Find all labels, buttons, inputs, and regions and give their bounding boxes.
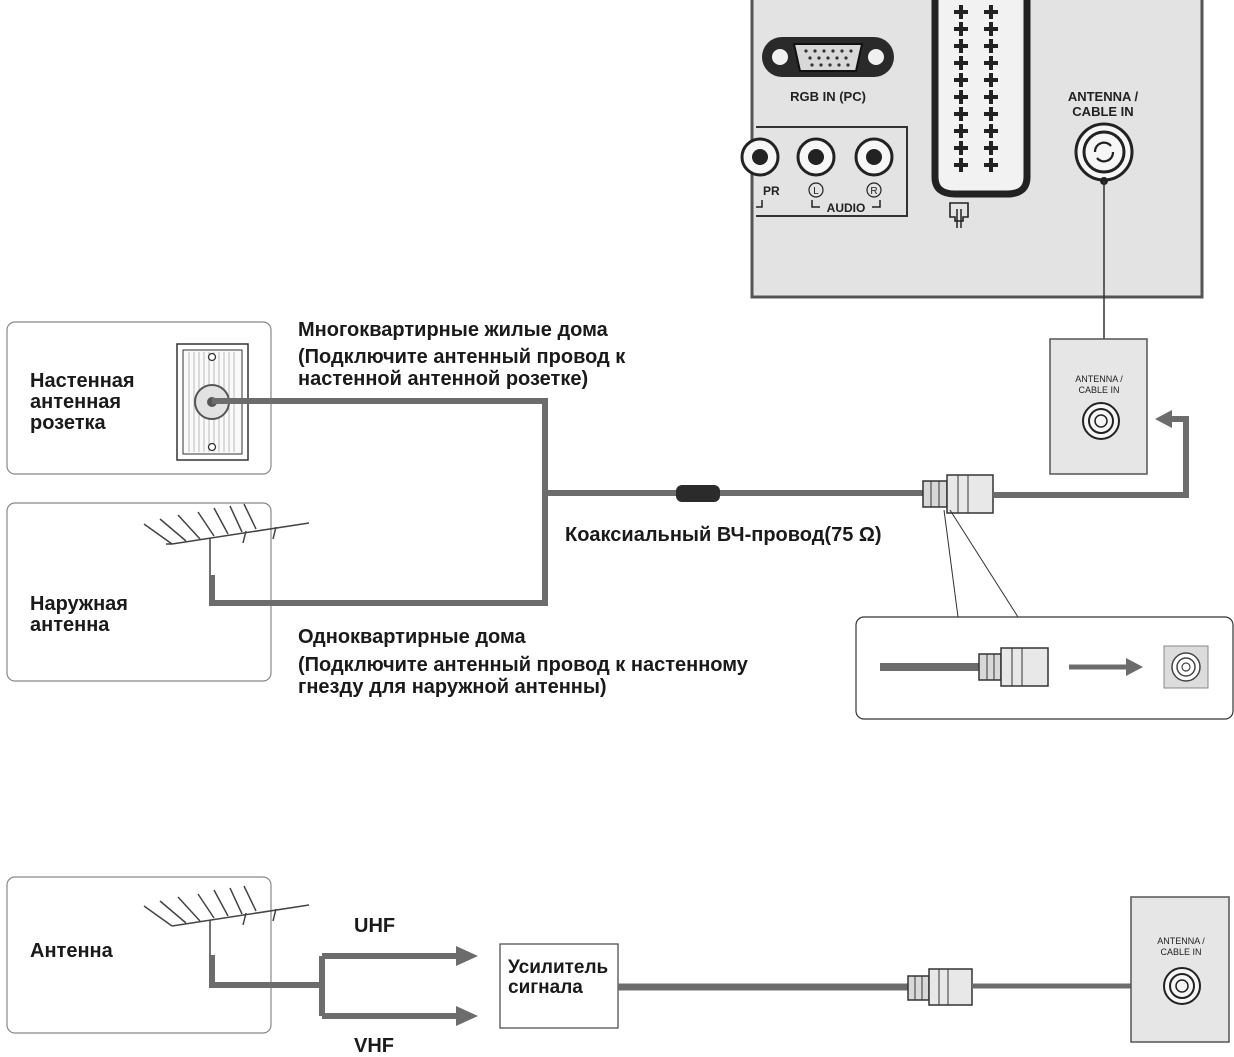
scart-connector (931, 0, 1031, 198)
scart-pin (989, 90, 993, 104)
bottom-plate-label-line2: CABLE IN (1160, 947, 1201, 957)
vhf-label: VHF (354, 1035, 394, 1057)
audio-right-jack (854, 137, 894, 177)
bottom-wall-plate: ANTENNA / CABLE IN (1130, 896, 1230, 1043)
bottom-antenna-icon (143, 885, 310, 955)
wall-plate-label-line1: ANTENNA / (1075, 374, 1123, 384)
pr-label: PR (763, 184, 780, 198)
rgb-in-label: RGB IN (PC) (790, 89, 866, 104)
bottom-antenna-label: Антенна (30, 940, 113, 962)
scart-pin (989, 73, 993, 87)
scart-pin (959, 39, 963, 53)
scart-pin (959, 73, 963, 87)
uhf-label: UHF (354, 915, 396, 937)
single-family-instruction-line1: (Подключите антенный провод к настенному (298, 654, 748, 676)
rgb-in-port (762, 37, 894, 77)
left-channel-label: L (813, 186, 819, 197)
scart-pin (959, 22, 963, 36)
callout-line-left (943, 509, 959, 618)
single-family-heading: Одноквартирные дома (298, 626, 526, 648)
scart-pin (989, 141, 993, 155)
scart-pin (959, 5, 963, 19)
arrow-into-wall-plate (1155, 410, 1172, 428)
coaxial-cables (209, 398, 923, 606)
tv-back-panel: RGB IN (PC) PR L R AUDIO (740, 0, 1204, 299)
amplifier-label: Усилитель сигнала (508, 957, 609, 998)
outdoor-antenna-box (6, 502, 272, 682)
outdoor-antenna-label: Наружная антенна (30, 593, 128, 636)
bottom-antenna-box (6, 876, 272, 1034)
wall-outlet-label: Настенная антенная розетка (30, 370, 135, 434)
scart-pin (959, 141, 963, 155)
pr-jack (740, 137, 780, 177)
outdoor-antenna-icon (143, 503, 310, 575)
right-channel-label: R (870, 186, 877, 197)
amplifier-output-cable (618, 968, 1151, 1006)
scart-symbol-icon (949, 202, 969, 228)
audio-left-jack (796, 137, 836, 177)
bottom-cables (209, 953, 460, 1019)
zoom-inset (855, 616, 1234, 720)
scart-pin (959, 124, 963, 138)
single-family-instruction-line2: гнезду для наружной антенны) (298, 676, 607, 698)
wall-plate-antenna-input: ANTENNA / CABLE IN (1049, 338, 1148, 475)
callout-line-right (949, 509, 1019, 618)
apartment-heading: Многоквартирные жилые дома (298, 319, 608, 341)
tv-antenna-label-line2: CABLE IN (1072, 104, 1133, 119)
cable-to-wall-plate (993, 416, 1189, 498)
tv-antenna-label-line1: ANTENNA / (1068, 89, 1139, 104)
scart-pin (959, 56, 963, 70)
scart-pin (989, 5, 993, 19)
bottom-plate-label-line1: ANTENNA / (1157, 936, 1205, 946)
wall-plate-label-line2: CABLE IN (1078, 385, 1119, 395)
scart-pin (989, 107, 993, 121)
signal-amplifier-box (499, 943, 619, 1029)
scart-pin (989, 22, 993, 36)
audio-label: AUDIO (827, 201, 866, 215)
apartment-instruction-line2: настенной антенной розетке) (298, 368, 589, 390)
scart-pin (959, 90, 963, 104)
scart-pin (989, 39, 993, 53)
f-connector-plug (922, 474, 994, 514)
scart-pin (989, 124, 993, 138)
ferrite-core (676, 485, 720, 502)
scart-pin (959, 107, 963, 121)
scart-pin (959, 158, 963, 172)
vhf-arrow (456, 1006, 478, 1026)
apartment-instruction-line1: (Подключите антенный провод к (298, 346, 626, 368)
scart-pin (989, 158, 993, 172)
uhf-arrow (456, 946, 478, 966)
scart-pin (989, 56, 993, 70)
coaxial-cable-label: Коаксиальный ВЧ-провод(75 Ω) (565, 524, 882, 546)
